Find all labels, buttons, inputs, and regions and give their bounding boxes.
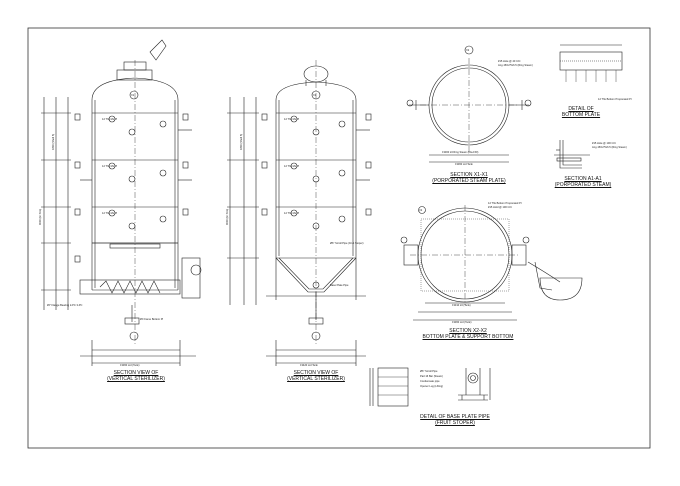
title-section-x2-line2: BOTTOM PLATE & SUPPORT BOTTOM <box>422 334 514 340</box>
middle-vessel <box>227 60 372 366</box>
section-markers <box>129 45 474 214</box>
dim-x1-outer: ¢3360 o/d Tank <box>455 163 473 166</box>
note-base-plate: Base Plate Pipe <box>330 284 349 287</box>
note-a1-ang: Ang.150x75x6.5 (Ring Steam) <box>592 146 627 149</box>
note-plate-2: 12 Thk Ms Pl <box>102 165 118 168</box>
title-section-view-1-line2: (VERTICAL STERILIZER) <box>107 376 165 382</box>
title-section-x1: SECTION X1-X1 (PORPORATED STEAM PLATE) <box>429 172 509 184</box>
note-a1-hole: #15 Hole @ 100 C/C <box>592 142 616 145</box>
section-x2-drawing <box>400 205 583 321</box>
dim-shell-seg-2: 1800 (Shell 5) <box>240 133 243 150</box>
dim-x1-diameter: ¢3300 i/d Ring Steam (Dia.150) <box>442 151 479 154</box>
note-plate-6: 12 Thk Ms Pl <box>284 212 300 215</box>
marker-x2-b: X2 <box>419 209 423 212</box>
note-plate-3: 12 Thk Ms Pl <box>102 212 118 215</box>
title-section-view-1: SECTION VIEW OF (VERTICAL STERILIZER) <box>96 370 176 382</box>
title-section-x2-line1: SECTION X2-X2 <box>449 328 487 334</box>
detail-base-plate <box>369 367 491 407</box>
dim-shell-seg-1: 1800 (Shell 5) <box>52 133 55 150</box>
title-section-a1-line2: (PORPORATED STEAM) <box>554 182 612 188</box>
note-frame-bottom: #6 Frame Bottom Pl <box>140 318 164 321</box>
dim-overall-width-1: ¢3360 o/d (Tank) <box>120 364 140 367</box>
section-a1-drawing <box>554 140 590 169</box>
title-section-x1-line2: (PORPORATED STEAM PLATE) <box>432 178 506 184</box>
note-plate-4: 12 Thk Ms Pl <box>284 118 300 121</box>
note-detail-a: Ø6" Scroll Pipe <box>420 370 438 373</box>
note-detail-d: Opener Lug (Lifting) <box>420 385 444 388</box>
dim-overall-width-2: ¢3420 o/d Tank <box>300 364 318 367</box>
note-x2-label-b: #15 Hold @ 100 C/C <box>488 206 512 209</box>
marker-x1-left: X1 <box>131 94 135 97</box>
note-x1-pipe2: Ang.150x75x6.5 (Ring Steam) <box>498 64 533 67</box>
title-detail-bottom-line2: BOTTOM PLATE <box>561 112 601 118</box>
marker-x2: X2 <box>466 49 470 52</box>
marker-x1-mid: X1 <box>313 94 317 97</box>
note-bottom-plate: 12 Thk Bottom Proporated Pl <box>598 98 632 101</box>
title-section-x2: SECTION X2-X2 BOTTOM PLATE & SUPPORT BOT… <box>420 328 516 340</box>
title-section-x1-line1: SECTION X1-X1 <box>450 172 488 178</box>
title-section-view-2-line1: SECTION VIEW OF <box>293 370 339 376</box>
section-x1-drawing <box>406 58 532 163</box>
note-x2-label-a: 12 Thk Bottom Proporated Pl <box>488 202 522 205</box>
note-x1-pipe: #15 Hole @ 40 C/C <box>498 60 521 63</box>
title-detail-base: DETAIL OF BASE PLATE PIPE (FRUIT STOPER) <box>413 414 497 426</box>
note-plate-1: 12 Thk Ms Pl <box>102 118 118 121</box>
title-section-a1-line1: SECTION A1-A1 <box>564 176 602 182</box>
detail-bottom-plate <box>559 44 623 82</box>
dim-height-total-2: 9000 (Ht Stm) <box>226 208 229 225</box>
left-vessel <box>41 39 202 366</box>
title-section-view-2: SECTION VIEW OF (VERTICAL STERILIZER) <box>276 370 356 382</box>
note-detail-c: Condensate pipe <box>420 380 440 383</box>
title-detail-bottom: DETAIL OF BOTTOM PLATE <box>551 106 611 118</box>
title-section-view-1-line1: SECTION VIEW OF <box>113 370 159 376</box>
title-section-view-2-line2: (VERTICAL STERILIZER) <box>287 376 345 382</box>
note-fruit-stop: Ø6" Scroll Pipe (Fruit Stoper) <box>330 242 364 245</box>
title-detail-bottom-line1: DETAIL OF <box>568 106 594 112</box>
dim-height-total-1: 9000 (Ht Stm) <box>39 208 42 225</box>
dim-x2-outer: ¢3360 o/d (Tank) <box>452 321 472 324</box>
title-detail-base-line1: DETAIL OF BASE PLATE PIPE <box>420 414 490 420</box>
title-detail-base-line2: (FRUIT STOPER) <box>435 420 475 426</box>
dim-x2-inner: ¢3310 i/d (Tank) <box>452 304 471 307</box>
sheet-border <box>27 27 651 449</box>
title-section-a1: SECTION A1-A1 (PORPORATED STEAM) <box>543 176 623 188</box>
note-flange: #6" Flange Bearing 2-PC 3-PC <box>47 304 83 307</box>
note-detail-b: Pad 16 Bar (Steam) <box>420 375 443 378</box>
note-plate-5: 12 Thk Ms Pl <box>284 165 300 168</box>
